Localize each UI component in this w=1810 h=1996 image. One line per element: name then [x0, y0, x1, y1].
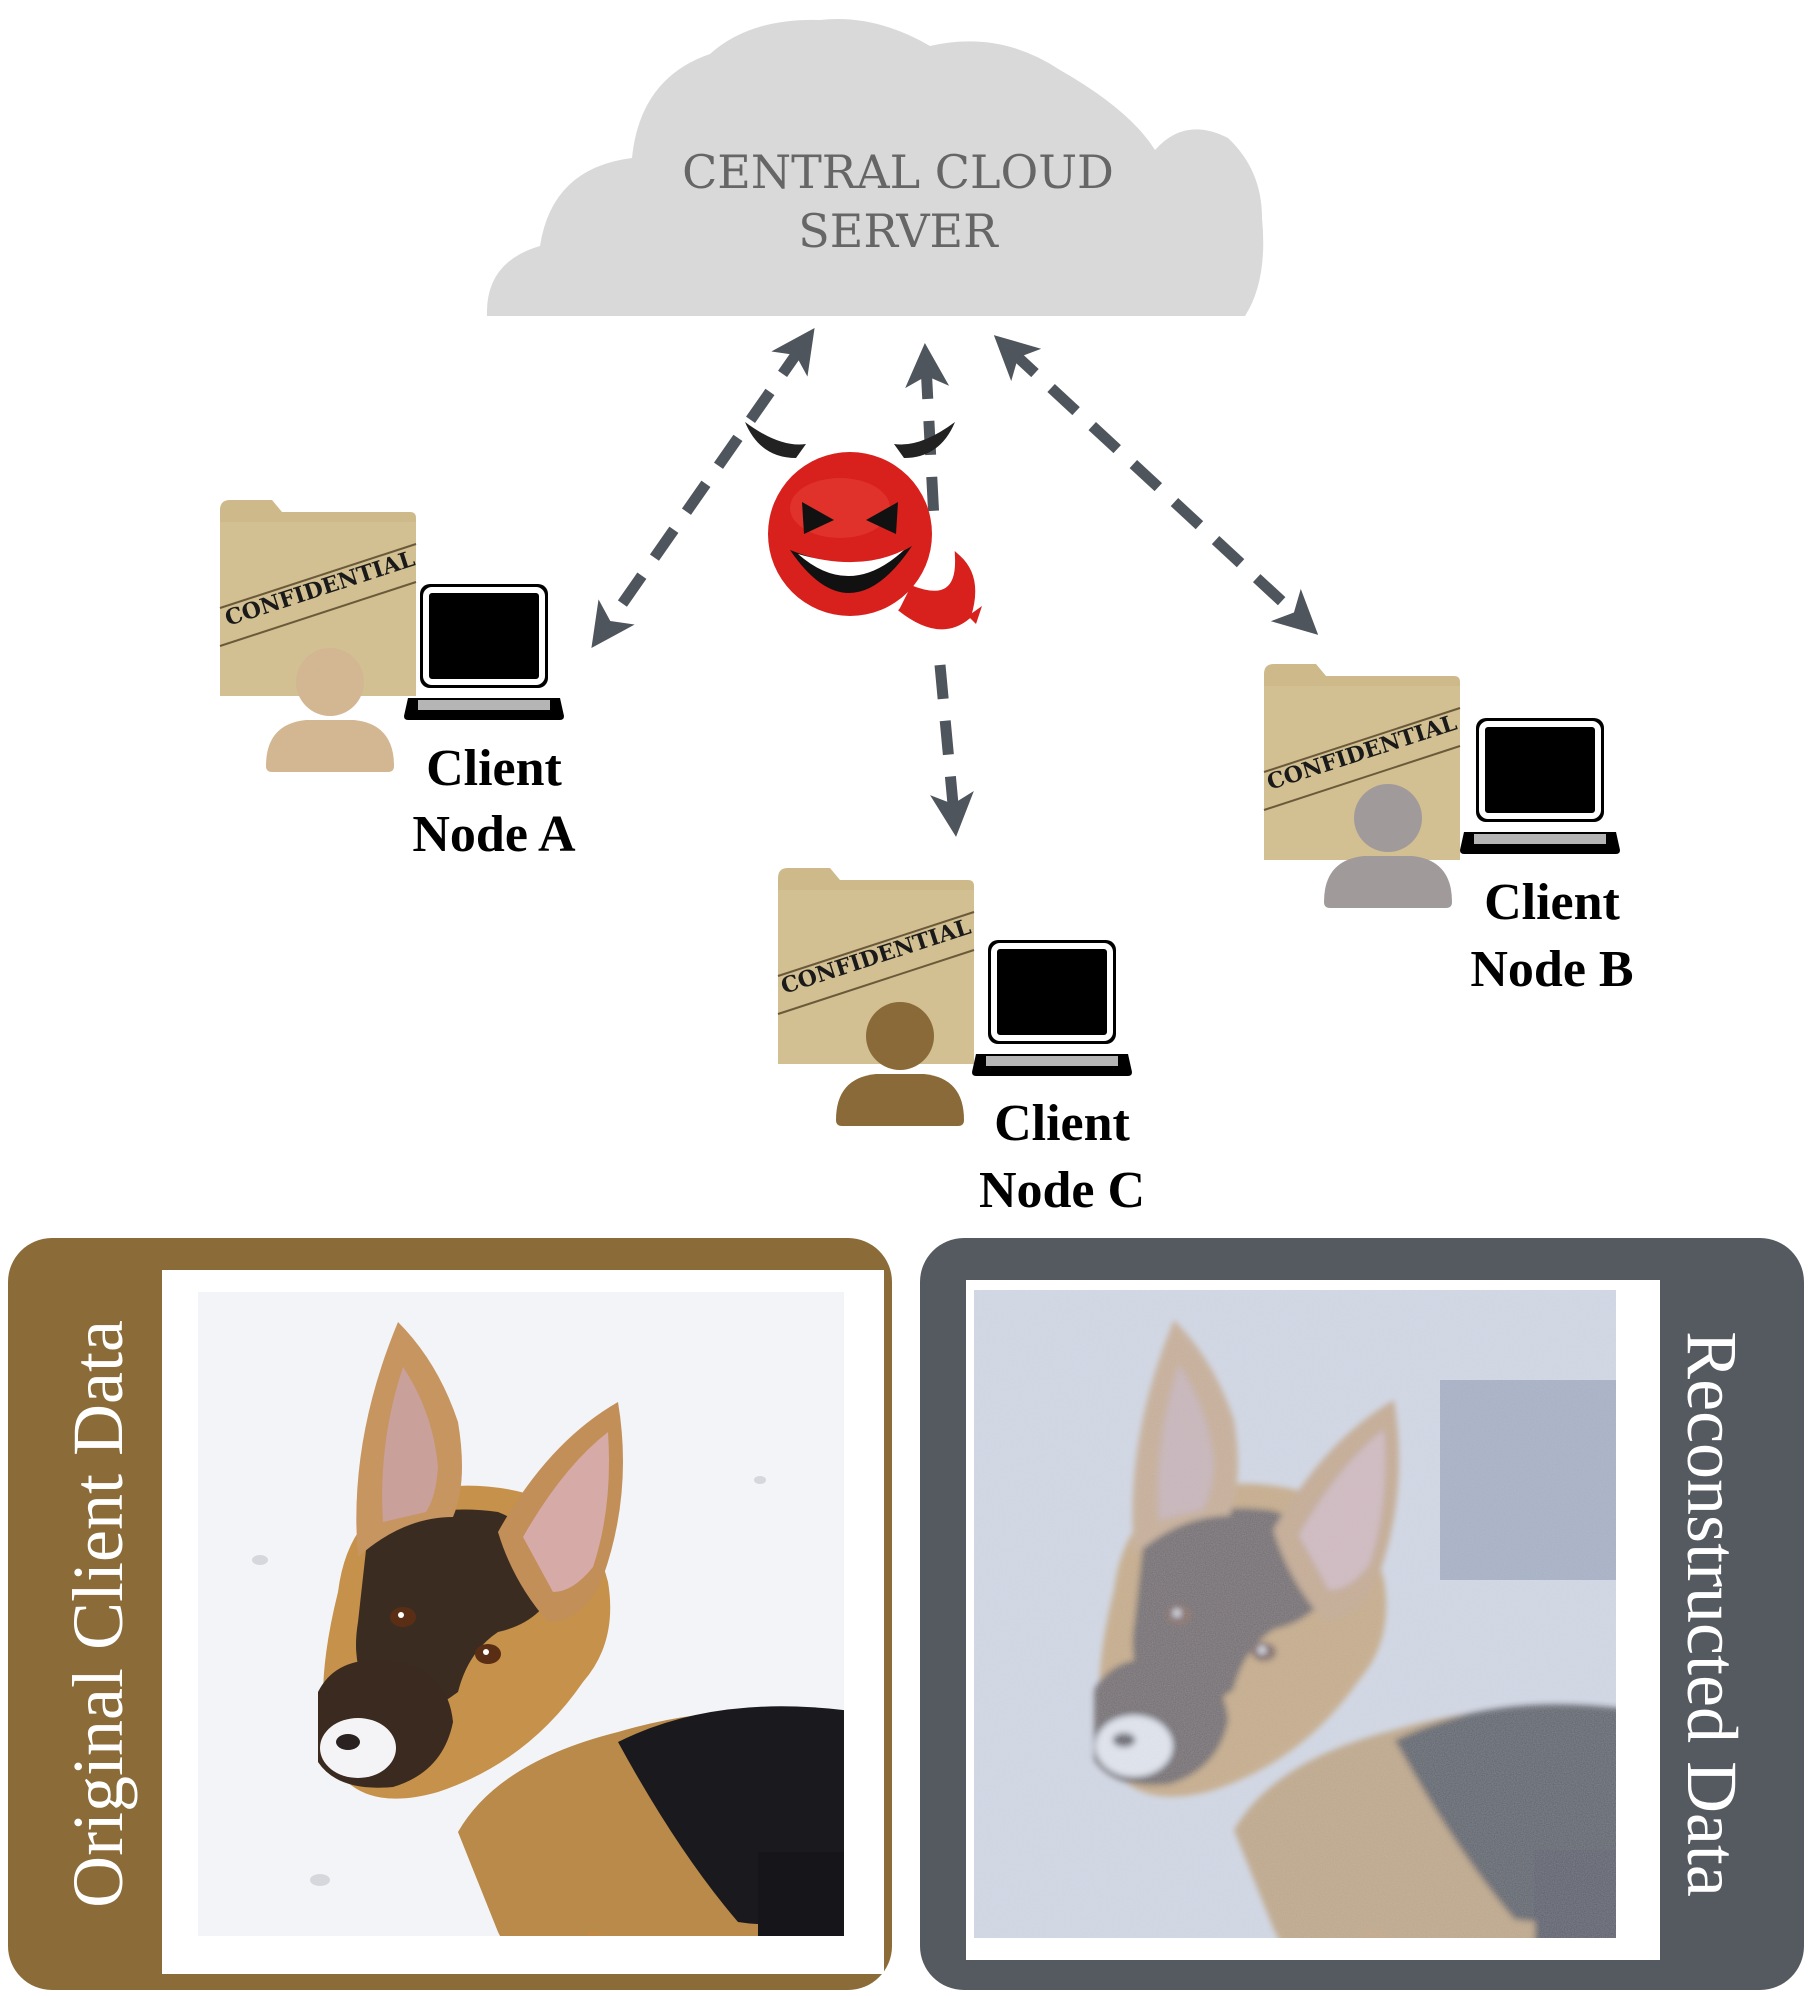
- client-node-b: CONFIDENTIAL Client Node B: [1263, 663, 1634, 998]
- client-node-a: CONFIDENTIAL Client Node A: [219, 499, 576, 863]
- cloud-shape: [486, 19, 1264, 316]
- reconstructed-data-label: Reconstructed Data: [1672, 1331, 1752, 1897]
- laptop-icon: [1460, 718, 1620, 854]
- original-data-panel: Original Client Data: [8, 1238, 892, 1990]
- node-label-line2: Node A: [412, 806, 576, 863]
- central-cloud-server: CENTRAL CLOUD SERVER: [486, 19, 1264, 316]
- node-label-line2: Node C: [979, 1162, 1145, 1219]
- reconstructed-data-panel: Reconstructed Data: [920, 1238, 1804, 1990]
- arrow-cloud-node-a: [591, 327, 815, 649]
- node-label-line1: Client: [1484, 874, 1620, 931]
- node-label-line1: Client: [994, 1095, 1130, 1152]
- original-dog-photo: [198, 1292, 844, 1936]
- node-label-line1: Client: [426, 740, 562, 797]
- cloud-label-line2: SERVER: [798, 204, 999, 258]
- laptop-icon: [404, 584, 564, 720]
- original-data-label: Original Client Data: [58, 1320, 138, 1908]
- malicious-devil-icon: [745, 422, 982, 630]
- node-label-line2: Node B: [1470, 941, 1633, 998]
- laptop-icon: [972, 940, 1132, 1076]
- client-node-c: CONFIDENTIAL Client Node C: [777, 867, 1145, 1219]
- reconstructed-dog-photo: [974, 1290, 1616, 1938]
- cloud-label-line1: CENTRAL CLOUD: [682, 145, 1114, 199]
- arrow-cloud-node-b: [993, 335, 1319, 635]
- arrow-devil-node-c: [930, 664, 974, 837]
